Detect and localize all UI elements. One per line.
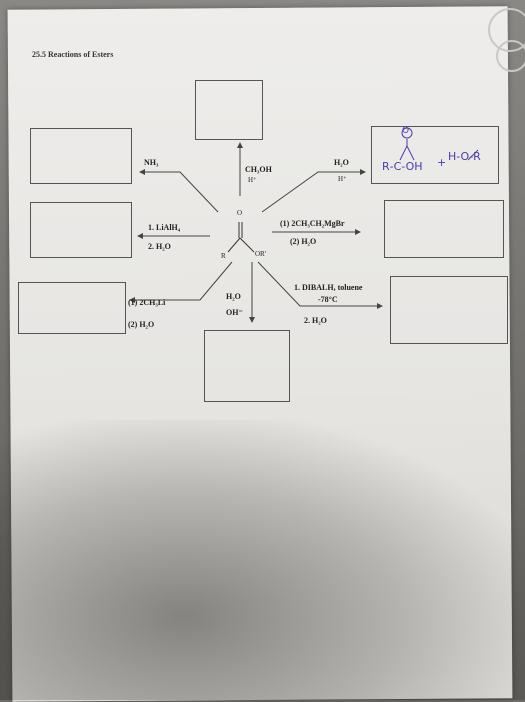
reagent-grignard-step2: (2) H₂O xyxy=(290,237,317,246)
binder-ring xyxy=(496,40,525,72)
answer-box-base-hydrolysis[interactable] xyxy=(204,330,290,402)
arrow-nh3 xyxy=(139,169,219,213)
ester-r-label: R xyxy=(221,252,226,260)
ester-or-label: OR' xyxy=(255,250,266,258)
ester-bond-r xyxy=(227,237,241,253)
handwritten-bond xyxy=(399,145,408,161)
ester-carbonyl-o: O xyxy=(237,209,243,217)
answer-box-dibalh[interactable] xyxy=(390,276,508,344)
reagent-methyllithium-step2: (2) H₂O xyxy=(128,320,155,329)
arrow-methyllithium xyxy=(129,261,233,303)
handwritten-bond xyxy=(467,149,479,161)
page-title: 25.5 Reactions of Esters xyxy=(32,50,114,59)
arrow-dibalh xyxy=(257,261,383,309)
reagent-grignard-step1: (1) 2CH₃CH₂MgBr xyxy=(280,219,345,228)
answer-box-top[interactable] xyxy=(195,80,263,140)
reagent-methyllithium-step1: (1) 2CH₃Li xyxy=(128,298,166,307)
reagent-acid-catalyst: H⁺ xyxy=(338,175,347,183)
answer-box-grignard[interactable] xyxy=(384,200,504,258)
answer-box-nh3[interactable] xyxy=(30,128,132,184)
reagent-base-hydroxide: OH⁻ xyxy=(226,308,243,317)
reagent-methanol: CH₃OH xyxy=(245,165,272,174)
reagent-dibalh-step2: 2. H₂O xyxy=(304,316,327,325)
handwritten-bond xyxy=(406,145,415,161)
handwritten-plus: + xyxy=(437,156,447,169)
handwritten-alcohol: H‐O‐R xyxy=(448,150,481,163)
reagent-nh3: NH₃ xyxy=(144,158,159,167)
arrow-acid-hydrolysis xyxy=(261,169,366,213)
answer-box-hydrolysis-acid[interactable] xyxy=(371,126,499,184)
answer-box-lialh4[interactable] xyxy=(30,202,132,258)
hand-shadow xyxy=(0,420,525,700)
reagent-acid-water: H₂O xyxy=(334,158,349,167)
handwritten-carbonyl-o: O xyxy=(402,126,410,136)
reagent-lialh4-step1: 1. LiAlH₄ xyxy=(148,223,181,232)
reagent-methanol-catalyst: H⁺ xyxy=(248,176,257,184)
ester-bond-or xyxy=(239,237,255,253)
reagent-dibalh-step1: 1. DIBALH, toluene xyxy=(294,283,363,292)
handwritten-circle xyxy=(401,127,413,139)
reagent-base-water: H₂O xyxy=(226,292,241,301)
answer-box-methyllithium[interactable] xyxy=(18,282,126,334)
handwritten-acid: R‐C‐OH xyxy=(382,160,423,173)
reagent-lialh4-step2: 2. H₂O xyxy=(148,242,171,251)
reagent-dibalh-temperature: -78°C xyxy=(318,295,338,304)
